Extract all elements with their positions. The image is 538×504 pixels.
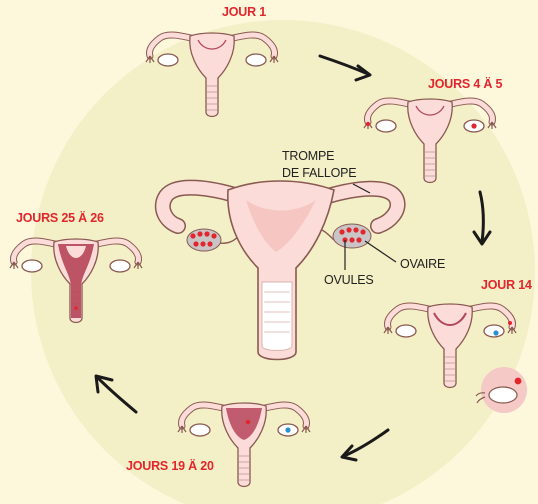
ovary-label: OVAIRE	[400, 258, 445, 271]
stage-label-day-14: JOUR 14	[481, 279, 532, 292]
stage-label-day-1: JOUR 1	[222, 6, 266, 19]
ova-label: OVULES	[324, 274, 374, 287]
ovum	[471, 123, 476, 128]
stage-label-day-25-26: JOURS 25 Ä 26	[16, 212, 104, 225]
stage-label-day-4-5: JOURS 4 Ä 5	[428, 78, 502, 91]
stage-label-day-19-20: JOURS 19 Ä 20	[126, 460, 214, 473]
released-ovum	[493, 330, 498, 335]
fallopian-tube-label-line1: TROMPE	[282, 150, 334, 163]
fallopian-tube-label-line2: DE FALLOPE	[282, 167, 356, 180]
ovum	[515, 378, 522, 385]
